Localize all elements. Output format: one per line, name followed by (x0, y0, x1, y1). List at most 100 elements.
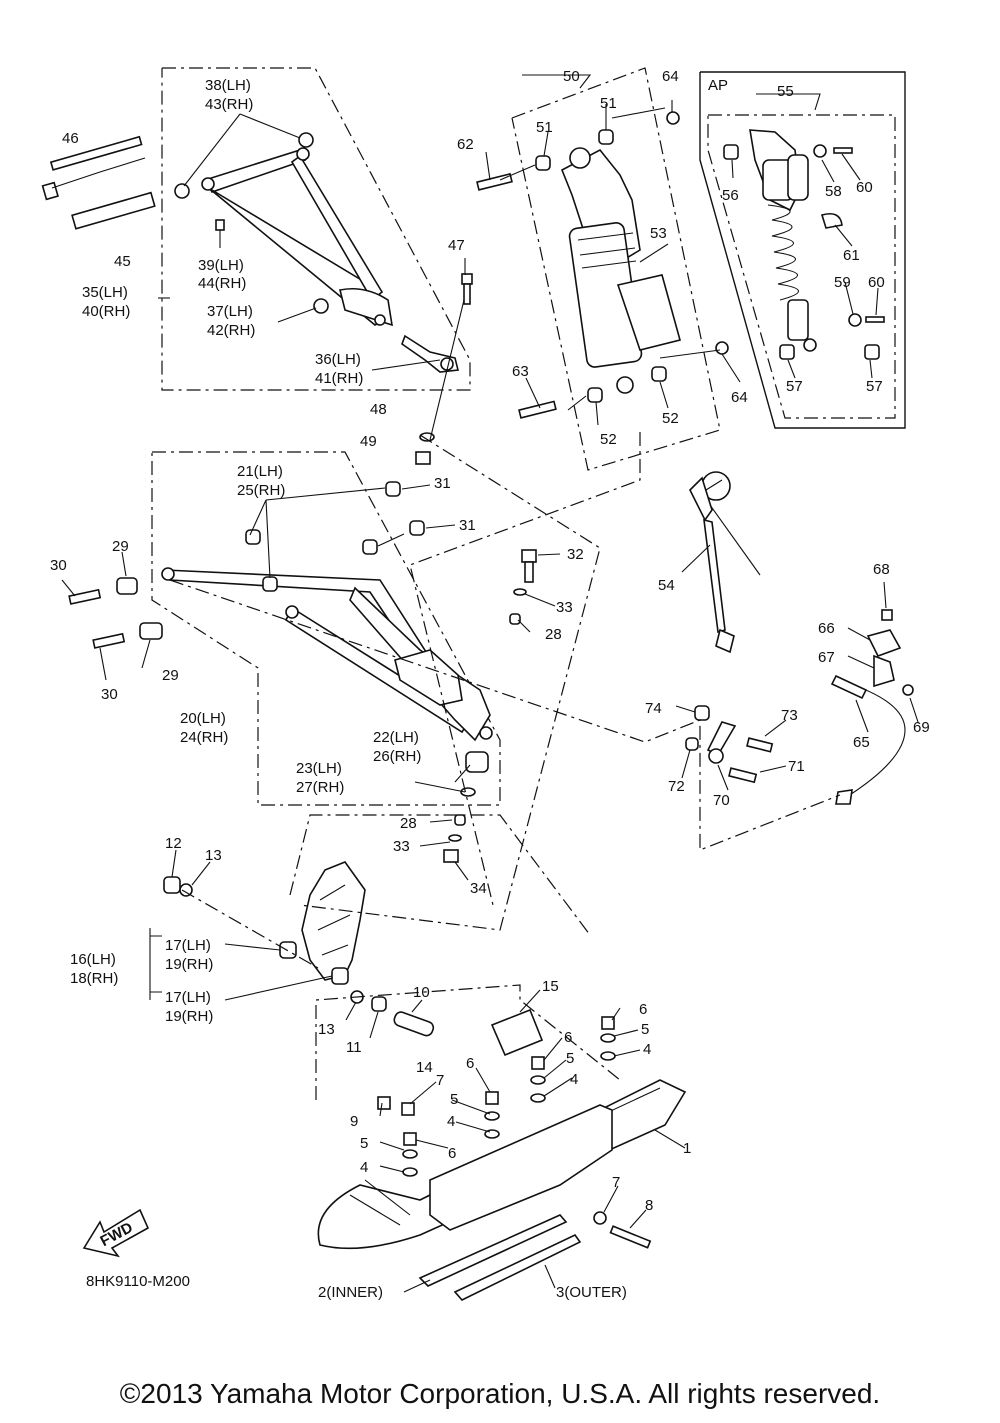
bushings-12-17-19 (163, 876, 435, 1037)
callout-60-top: 60 (856, 179, 873, 196)
callout-68: 68 (873, 561, 890, 578)
callout-70: 70 (713, 792, 730, 809)
callout-17-top: 17(LH) (165, 937, 211, 954)
callout-11: 11 (346, 1039, 362, 1056)
ski-small-parts (377, 1008, 652, 1249)
callout-63: 63 (512, 363, 529, 380)
callout-43: 43(RH) (205, 96, 253, 113)
callout-4-right-top: 4 (643, 1041, 651, 1058)
callout-6-right-top: 6 (639, 1001, 647, 1018)
shock-absorber-50 (560, 147, 643, 394)
callout-labels: 38(LH) 43(RH) 46 45 39(LH) 44(RH) 35(LH)… (50, 68, 930, 1301)
callout-27: 27(RH) (296, 779, 344, 796)
callout-51-top: 51 (600, 95, 617, 112)
copyright-notice: ©2013 Yamaha Motor Corporation, U.S.A. A… (119, 1378, 881, 1409)
reservoir-cover-53 (616, 274, 681, 351)
ap-group-outline (699, 71, 906, 429)
ap-label: AP (708, 77, 728, 94)
runner-2-inner (418, 1214, 568, 1287)
bolt-47 (461, 273, 473, 305)
callout-42: 42(RH) (207, 322, 255, 339)
callout-28-bottom: 28 (400, 815, 417, 832)
callout-29-top: 29 (112, 538, 129, 555)
callout-12: 12 (165, 835, 182, 852)
bushings-21-25 (245, 481, 425, 592)
spindle-knuckle (301, 861, 366, 981)
callout-13-bottom: 13 (318, 1021, 335, 1038)
callout-44: 44(RH) (198, 275, 246, 292)
callout-4-left: 4 (360, 1159, 368, 1176)
callout-56: 56 (722, 187, 739, 204)
callout-20: 20(LH) (180, 710, 226, 727)
callout-10: 10 (413, 984, 430, 1001)
callout-6-center: 6 (466, 1055, 474, 1072)
callout-17-bottom: 17(LH) (165, 989, 211, 1006)
ap-small-parts (723, 144, 885, 360)
callout-31-mid: 31 (459, 517, 476, 534)
callout-26: 26(RH) (373, 748, 421, 765)
callout-72: 72 (668, 778, 685, 795)
lower-a-arm (161, 567, 493, 742)
nuts-64 (666, 111, 729, 355)
callout-5-left: 5 (360, 1135, 368, 1152)
callout-73: 73 (781, 707, 798, 724)
callout-7-right: 7 (612, 1174, 620, 1191)
callout-41: 41(RH) (315, 370, 363, 387)
callout-29-bottom: 29 (162, 667, 179, 684)
cable-bracket-65-69 (830, 609, 914, 805)
callout-59: 59 (834, 274, 851, 291)
nut-37-42 (313, 298, 329, 314)
ap-inner-outline (707, 114, 896, 419)
runner-3-outer (453, 1233, 582, 1301)
callout-36: 36(LH) (315, 351, 361, 368)
callout-19-top: 19(RH) (165, 956, 213, 973)
callout-30-bottom: 30 (101, 686, 118, 703)
callout-40: 40(RH) (82, 303, 130, 320)
shock-group-outline (511, 67, 721, 471)
callout-65: 65 (853, 734, 870, 751)
callout-47: 47 (448, 237, 465, 254)
callout-13-top: 13 (205, 847, 222, 864)
callout-64-right: 64 (731, 389, 748, 406)
callout-8: 8 (645, 1197, 653, 1214)
callout-69: 69 (913, 719, 930, 736)
pressure-gauge-54 (689, 471, 761, 654)
callout-49: 49 (360, 433, 377, 450)
callout-53: 53 (650, 225, 667, 242)
callout-45: 45 (114, 253, 131, 270)
callout-51-left: 51 (536, 119, 553, 136)
callout-4-mid: 4 (570, 1071, 578, 1088)
callout-32: 32 (567, 546, 584, 563)
callout-1: 1 (683, 1140, 691, 1157)
callout-61: 61 (843, 247, 860, 264)
callout-57-left: 57 (786, 378, 803, 395)
callout-33-bottom: 33 (393, 838, 410, 855)
bolt-32-parts (509, 549, 537, 625)
callout-34: 34 (470, 880, 487, 897)
callout-67: 67 (818, 649, 835, 666)
callout-74: 74 (645, 700, 662, 717)
callout-30-top: 30 (50, 557, 67, 574)
callout-19-bottom: 19(RH) (165, 1008, 213, 1025)
shaft-45 (71, 191, 156, 230)
callout-6-left: 6 (448, 1145, 456, 1162)
callout-21: 21(LH) (237, 463, 283, 480)
callout-60-mid: 60 (868, 274, 885, 291)
upper-a-arm (201, 147, 393, 327)
bolt-46 (41, 135, 143, 201)
callout-9: 9 (350, 1113, 358, 1130)
callout-18: 18(RH) (70, 970, 118, 987)
callout-66: 66 (818, 620, 835, 637)
lower-arm-group-outline (151, 451, 501, 806)
upper-arm-group-outline (161, 67, 471, 391)
collars-29-bolts-30 (68, 577, 163, 649)
assembly-lines (169, 432, 841, 1100)
callout-22: 22(LH) (373, 729, 419, 746)
diagram-code: 8HK9110-M200 (86, 1273, 190, 1290)
bolts-62-63 (476, 172, 557, 419)
callout-2-inner: 2(INNER) (318, 1284, 383, 1301)
callout-37: 37(LH) (207, 303, 253, 320)
shock-absorber-55 (749, 129, 817, 352)
